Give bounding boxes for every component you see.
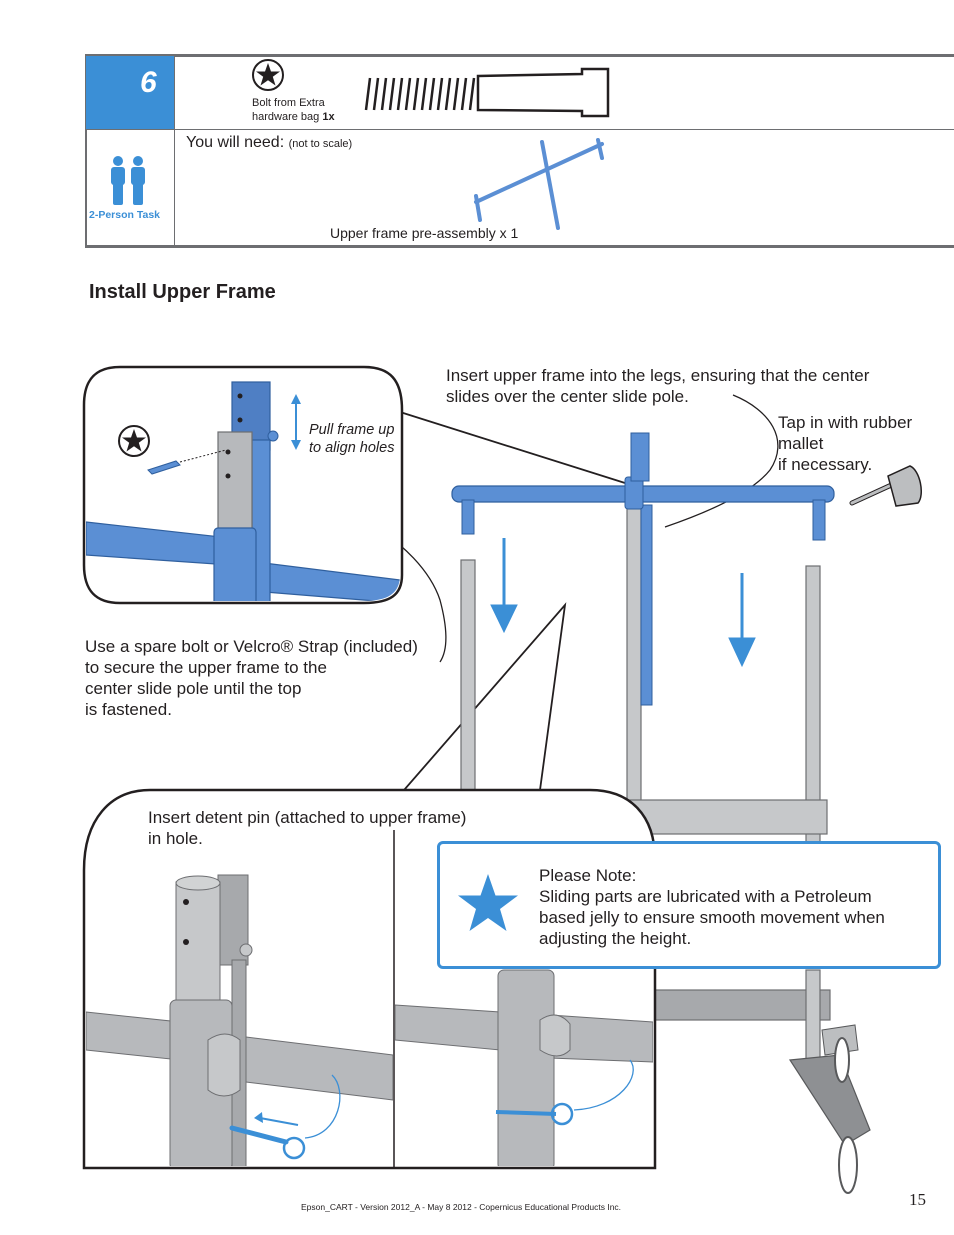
spare-bolt-text: Use a spare bolt or Velcro® Strap (inclu… — [85, 637, 418, 719]
upper-frame-caption: Upper frame pre-assembly x 1 — [330, 225, 519, 241]
header-divider — [86, 129, 954, 130]
upper-frame-slide — [640, 504, 653, 706]
caster-wheel — [838, 1136, 858, 1194]
center-slide-pole — [626, 489, 642, 811]
bolt-caption: Bolt from Extra hardware bag 1x — [252, 97, 335, 123]
detent-pin-detail-right — [395, 969, 653, 1166]
star-icon — [458, 874, 518, 931]
callout-pointer-bottom — [377, 602, 567, 821]
upper-frame-left-peg — [461, 499, 475, 535]
callout-pointer-top — [399, 411, 626, 484]
right-leg-lower — [805, 969, 821, 1071]
footer-credit: Epson_CART - Version 2012_A - May 8 2012… — [301, 1202, 622, 1212]
star-icon — [252, 59, 284, 91]
step-number: 6 — [140, 66, 157, 99]
upper-frame-thumbnail — [474, 138, 604, 230]
upper-frame-center-hub — [624, 476, 644, 510]
please-note-text: Please Note: Sliding parts are lubricate… — [539, 866, 885, 948]
bolt-illustration — [364, 67, 610, 118]
rubber-mallet-icon — [849, 465, 922, 507]
person-task-label: 2-Person Task — [89, 209, 161, 221]
upper-frame-post — [630, 432, 650, 482]
two-person-icon — [111, 156, 145, 205]
header-column-divider — [174, 56, 175, 246]
rear-caster — [834, 1037, 850, 1083]
page-number: 15 — [909, 1190, 926, 1209]
down-arrows — [490, 538, 756, 668]
base-rail — [644, 989, 831, 1021]
section-title: Install Upper Frame — [89, 281, 276, 303]
tap-mallet-text: Tap in with rubber mallet if necessary. — [778, 413, 913, 474]
step-number-cell — [86, 56, 174, 129]
detent-pin-detail-left — [86, 874, 393, 1166]
you-will-need-label: You will need: (not to scale) — [186, 134, 353, 151]
detent-pin-text: Insert detent pin (attached to upper fra… — [148, 808, 467, 848]
base-foot — [788, 1054, 871, 1146]
insert-upper-frame-text: Insert upper frame into the legs, ensuri… — [446, 366, 870, 406]
callout-line-center — [664, 394, 779, 528]
step-header-box — [85, 54, 954, 248]
please-note-box — [437, 841, 941, 969]
upper-frame-right-peg — [812, 499, 826, 541]
pull-frame-text: Pull frame up to align holes — [309, 422, 395, 456]
star-icon — [118, 425, 150, 457]
